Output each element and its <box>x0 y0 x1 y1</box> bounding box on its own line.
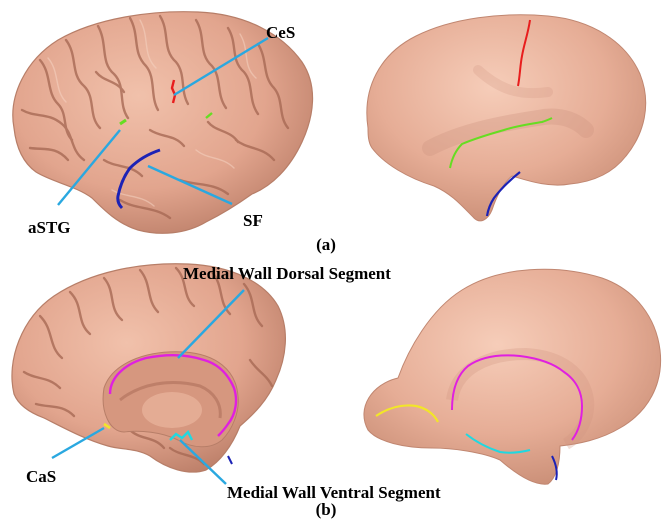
panel-a: CeS aSTG SF (a) <box>13 12 646 254</box>
label-cas: CaS <box>26 467 56 486</box>
thalamus <box>142 392 202 428</box>
label-sf: SF <box>243 211 263 230</box>
medial-inflated-brain <box>364 269 661 484</box>
caption-b: (b) <box>316 500 337 519</box>
caption-a: (a) <box>316 235 336 254</box>
lateral-folded-brain <box>13 12 313 234</box>
label-astg: aSTG <box>28 218 71 237</box>
label-medial-wall-dorsal-segment: Medial Wall Dorsal Segment <box>183 264 391 283</box>
label-ces: CeS <box>266 23 295 42</box>
panel-b: Medial Wall Dorsal Segment CaS Medial Wa… <box>12 264 661 519</box>
lateral-inflated-brain <box>367 15 646 221</box>
ventral-blue-line-folded <box>228 456 232 464</box>
medial-folded-brain <box>12 264 285 472</box>
brain-lateral-outline <box>13 12 313 234</box>
